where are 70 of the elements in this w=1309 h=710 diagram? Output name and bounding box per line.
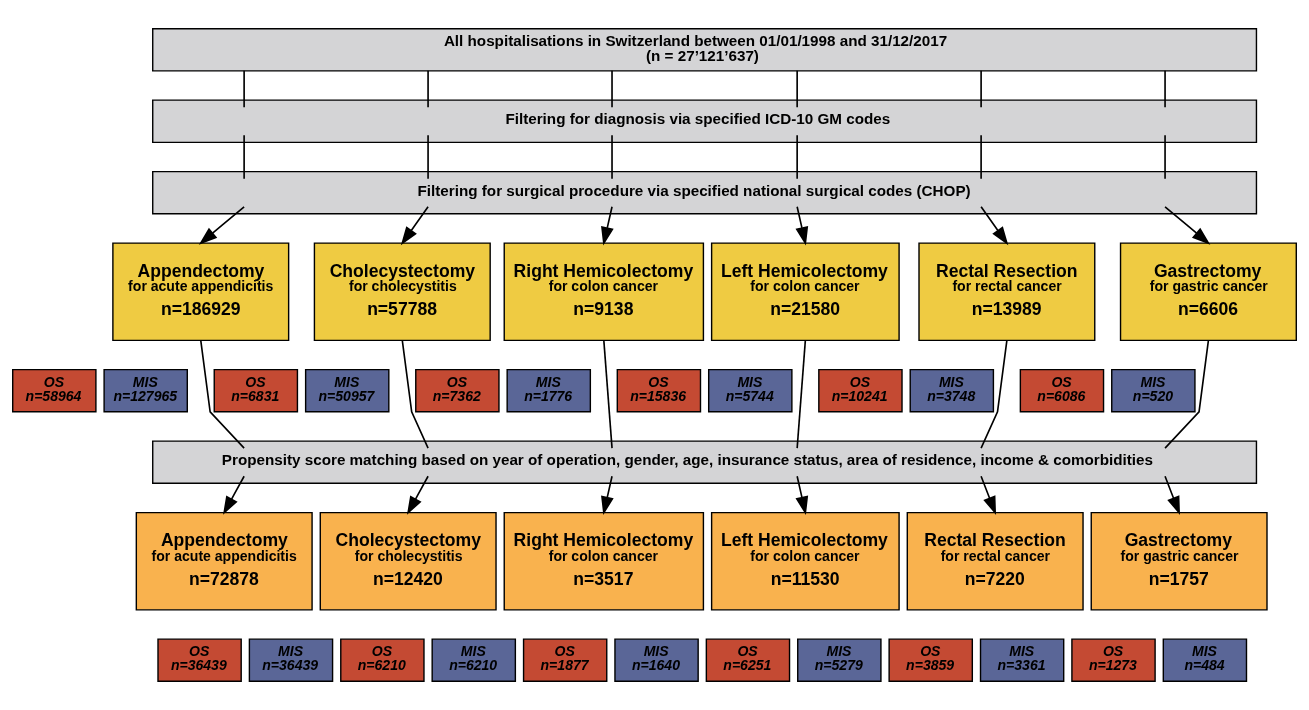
node-box: MIS n=484 xyxy=(1162,638,1248,682)
arrow xyxy=(795,205,809,246)
node-box: OS n=7362 xyxy=(415,368,500,413)
arrow xyxy=(400,205,429,246)
connector xyxy=(401,339,429,449)
node-box: Right Hemicolectomy for colon cancer n=3517 xyxy=(503,511,705,611)
node-box: Left Hemicolectomy for colon cancer n=21580 xyxy=(710,242,900,342)
node-box: Gastrectomy for gastric cancer n=6606 xyxy=(1119,242,1297,342)
connector xyxy=(1164,339,1210,449)
node-box: OS n=3859 xyxy=(888,638,974,682)
node-box: MIS n=5279 xyxy=(797,638,882,682)
node-box: OS n=6251 xyxy=(705,638,791,682)
node-box: Cholecystectomy for cholecystitis n=12420 xyxy=(319,511,497,611)
connector xyxy=(243,70,245,108)
node-box: Right Hemicolectomy for colon cancer n=9138 xyxy=(503,242,705,342)
node-box: Rectal Resection for rectal cancer n=13989 xyxy=(918,242,1096,342)
node-box: Rectal Resection for rectal cancer n=7220 xyxy=(906,511,1084,611)
connector xyxy=(199,339,245,449)
node-box: MIS n=127965 xyxy=(103,368,188,413)
arrow xyxy=(980,475,997,515)
connector xyxy=(243,134,245,180)
connector xyxy=(796,339,807,449)
node-box: MIS n=1640 xyxy=(614,638,699,682)
connector xyxy=(980,134,982,180)
connector xyxy=(1164,70,1166,108)
node-box: Left Hemicolectomy for colon cancer n=11530 xyxy=(710,511,900,611)
connector xyxy=(603,339,613,449)
connector xyxy=(1164,134,1166,180)
node-box: OS n=36439 xyxy=(157,638,242,682)
node-box: OS n=1273 xyxy=(1071,638,1156,682)
arrow xyxy=(406,475,429,515)
connector xyxy=(980,339,1008,449)
node-box: MIS n=3361 xyxy=(979,638,1065,682)
node-box: Propensity score matching based on year of operation, gender, age, insurance status, area of residence, income & comorbidities xyxy=(152,440,1258,484)
node-box: MIS n=36439 xyxy=(248,638,334,682)
arrow xyxy=(198,205,245,245)
node-box: Filtering for diagnosis via specified ICD-10 GM codes xyxy=(152,99,1258,144)
node-box: MIS n=50957 xyxy=(304,368,390,413)
node-box: MIS n=5744 xyxy=(708,368,793,413)
arrow xyxy=(1164,205,1211,245)
node-box: OS n=6831 xyxy=(213,368,299,413)
arrow xyxy=(795,475,809,515)
node-box: OS n=1877 xyxy=(522,638,608,682)
node-box: Filtering for surgical procedure via specified national surgical codes (CHOP) xyxy=(152,170,1258,215)
node-box: Cholecystectomy for cholecystitis n=57788 xyxy=(313,242,491,342)
connector xyxy=(796,134,798,180)
connector xyxy=(427,134,429,180)
connector xyxy=(611,70,613,108)
connector xyxy=(980,70,982,108)
node-box: Gastrectomy for gastric cancer n=1757 xyxy=(1090,511,1268,611)
arrow xyxy=(601,205,614,246)
node-box: OS n=6210 xyxy=(340,638,425,682)
arrow xyxy=(223,475,245,515)
connector xyxy=(427,70,429,108)
node-box: MIS n=520 xyxy=(1111,368,1196,413)
arrow xyxy=(601,475,614,515)
node-box: MIS n=6210 xyxy=(431,638,517,682)
node-box: MIS n=3748 xyxy=(909,368,995,413)
arrow xyxy=(1164,475,1180,515)
node-box: OS n=15836 xyxy=(616,368,702,413)
connector xyxy=(796,70,798,108)
connector xyxy=(611,134,613,180)
node-box: Appendectomy for acute appendicitis n=186929 xyxy=(112,242,290,342)
node-box: OS n=58964 xyxy=(12,368,97,413)
node-box: MIS n=1776 xyxy=(506,368,592,413)
arrow xyxy=(980,205,1009,246)
node-box: OS n=10241 xyxy=(818,368,903,413)
node-box: OS n=6086 xyxy=(1019,368,1105,413)
node-box: Appendectomy for acute appendicitis n=72878 xyxy=(135,511,313,611)
node-box: All hospitalisations in Switzerland between 01/01/1998 and 31/12/2017 (n = 27’121’637) xyxy=(152,28,1258,72)
